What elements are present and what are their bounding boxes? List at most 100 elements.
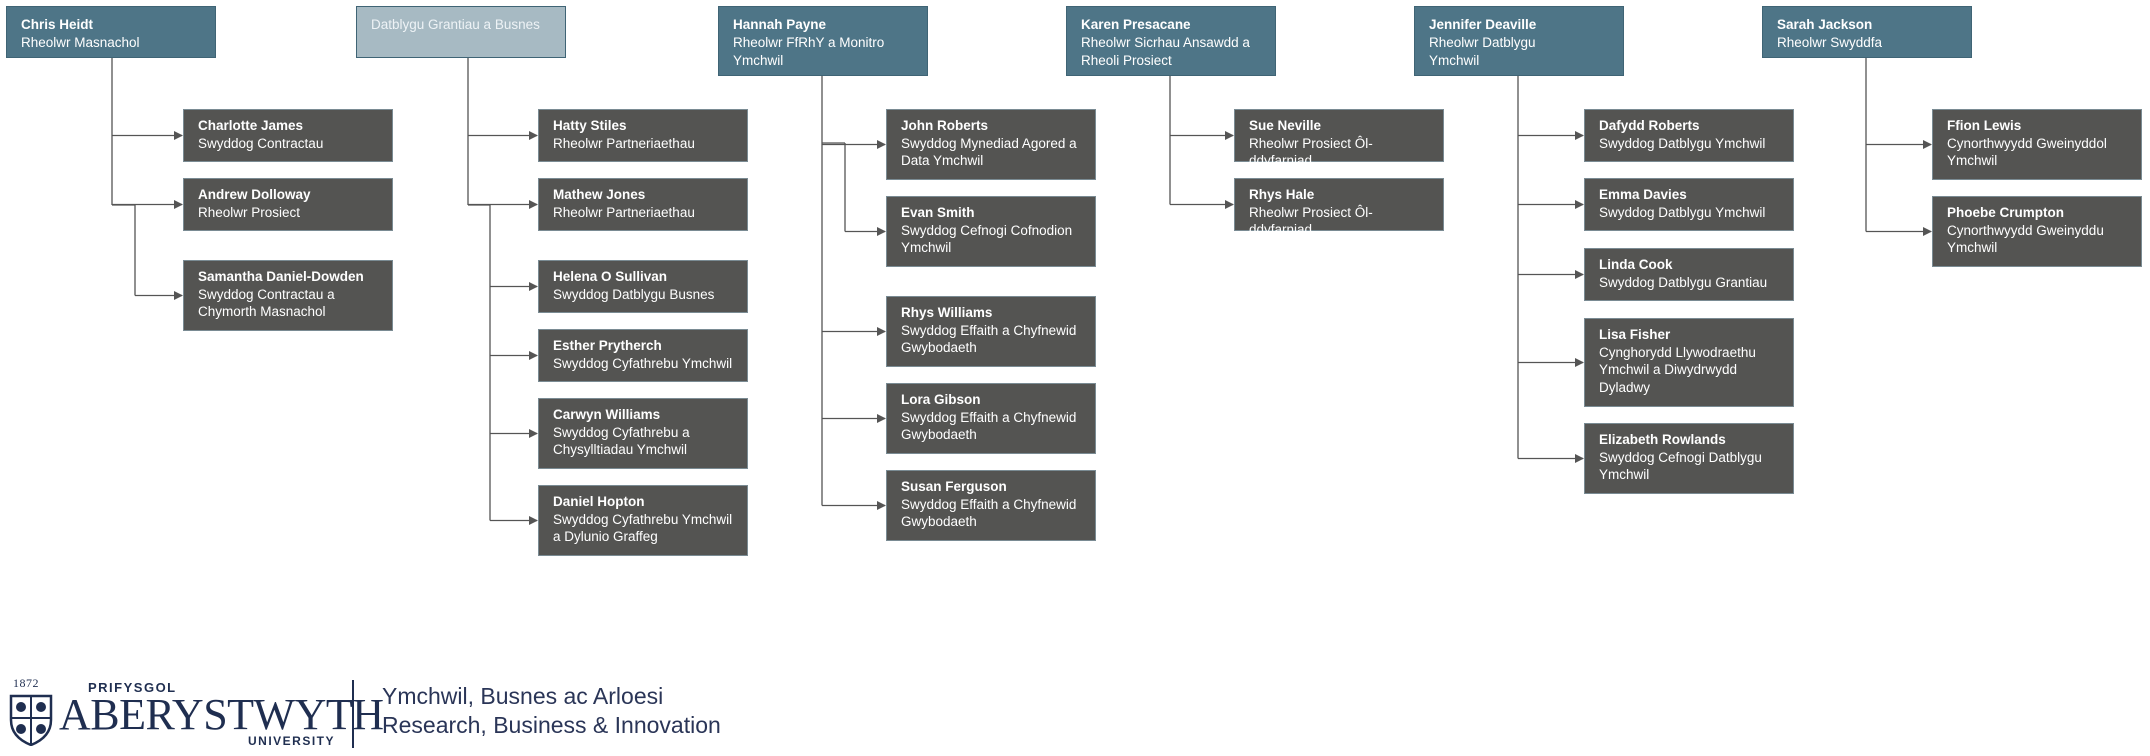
connector-arrowhead (1575, 358, 1584, 367)
job-title-line: a Dylunio Graffeg (553, 529, 658, 544)
person-name: Evan Smith (901, 205, 975, 220)
job-title-line: Rheolwr Partneriaethau (553, 135, 695, 151)
connector-arrowhead (877, 414, 886, 423)
person-name: Charlotte James (198, 118, 304, 133)
person-name: Andrew Dolloway (198, 187, 311, 202)
job-title-line: Ymchwil (1947, 153, 1998, 168)
job-title-line: Rheolwr Swyddfa (1777, 35, 1883, 50)
job-title-line: Swyddog Cyfathrebu Ymchwil (553, 511, 733, 527)
job-title-line: Datblygu Grantiau a Busnes (371, 17, 540, 32)
logo-prefix: PRIFYSGOL (88, 680, 177, 695)
connector-arrowhead (529, 131, 538, 140)
logo-year: 1872 (13, 676, 39, 690)
job-title-line: Ymchwil (1429, 53, 1480, 68)
person-name: Lora Gibson (901, 392, 981, 407)
connector-arrowhead (1923, 140, 1932, 149)
connector-arrowhead (529, 429, 538, 438)
person-name: Susan Ferguson (901, 479, 1007, 494)
connector-arrowhead (1575, 131, 1584, 140)
job-title-line: Dyladwy (1599, 379, 1651, 395)
job-title-line: Ymchwil (1599, 467, 1650, 482)
job-title-line: Swyddog Datblygu Ymchwil (1599, 135, 1766, 151)
connector-arrowhead (529, 282, 538, 291)
person-name: Jennifer Deaville (1429, 17, 1537, 32)
job-title-line: Gwybodaeth (901, 514, 977, 529)
job-title-line: Ymchwil (1947, 240, 1998, 255)
person-name: Hatty Stiles (553, 118, 627, 133)
person-name: Lisa Fisher (1599, 327, 1671, 342)
manager-box[interactable]: Datblygu Grantiau a Busnes (356, 6, 566, 58)
job-title-line: Rheolwr Partneriaethau (553, 204, 695, 220)
job-title-line: Swyddog Datblygu Ymchwil (1599, 204, 1766, 220)
person-name: Karen Presacane (1081, 17, 1191, 32)
connector-arrowhead (1575, 454, 1584, 463)
job-title-line: Rheoli Prosiect (1081, 53, 1172, 68)
person-name: John Roberts (901, 118, 989, 133)
person-name: Sarah Jackson (1777, 17, 1873, 32)
logo-divider (352, 680, 354, 748)
person-name: Ffion Lewis (1947, 118, 2022, 133)
job-title-line: Rheolwr Masnachol (21, 35, 140, 50)
job-title-line: Chymorth Masnachol (198, 304, 326, 319)
connector-arrowhead (529, 516, 538, 525)
job-title-line: Swyddog Cefnogi Datblygu (1599, 449, 1762, 465)
person-name: Dafydd Roberts (1599, 118, 1700, 133)
connector-arrowhead (1225, 200, 1234, 209)
job-title-line: Cynghorydd Llywodraethu (1599, 344, 1756, 360)
person-name: Helena O Sullivan (553, 269, 668, 284)
university-logo: 1872 PRIFYSGOL ABERYSTWYTH UNIVERSITY (6, 676, 384, 750)
job-title-line: Rheolwr Sicrhau Ansawdd a (1081, 35, 1250, 50)
job-title-line: Gwybodaeth (901, 340, 977, 355)
job-title-line: Swyddog Mynediad Agored a (901, 135, 1077, 151)
job-title-line: Ymchwil a Diwydrwydd (1599, 362, 1738, 377)
job-title-line: Swyddog Cyfathrebu a (553, 424, 690, 440)
connector-arrowhead (529, 351, 538, 360)
job-title-line: Rheolwr Prosiect Ôl-ddyfarniad (1249, 204, 1373, 238)
job-title-line: Ymchwil (901, 240, 952, 255)
person-name: Hannah Payne (733, 17, 827, 32)
job-title-line: Cynorthwyydd Gweinyddu (1947, 222, 2104, 238)
job-title-line: Swyddog Effaith a Chyfnewid (901, 322, 1077, 338)
job-title-line: Rheolwr Prosiect (198, 204, 301, 220)
job-title-line: Swyddog Contractau (198, 135, 324, 151)
job-title-line: Swyddog Cyfathrebu Ymchwil (553, 355, 733, 371)
job-title-line: Swyddog Datblygu Busnes (553, 286, 715, 302)
person-name: Samantha Daniel-Dowden (198, 269, 364, 284)
job-title-line: Gwybodaeth (901, 427, 977, 442)
tagline-welsh: Ymchwil, Busnes ac Arloesi (382, 683, 664, 709)
person-name: Linda Cook (1599, 257, 1673, 272)
person-name: Sue Neville (1249, 118, 1322, 133)
job-title-line: Chysylltiadau Ymchwil (553, 442, 688, 457)
tagline-english: Research, Business & Innovation (382, 712, 721, 738)
connector-arrowhead (529, 200, 538, 209)
job-title-line: Swyddog Effaith a Chyfnewid (901, 496, 1077, 512)
